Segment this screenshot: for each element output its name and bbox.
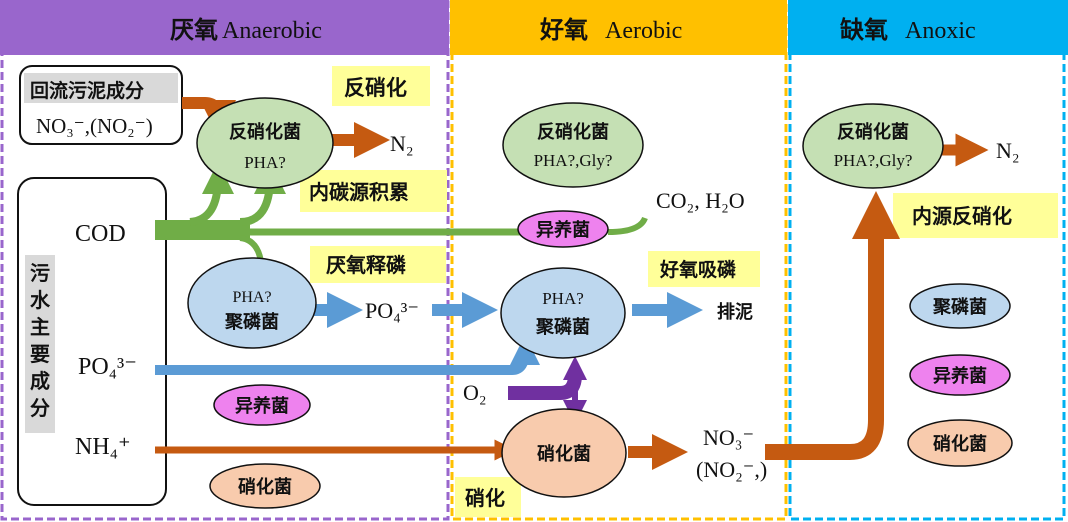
zone-border-anaerobic (0, 0, 450, 521)
zone-title-zh: 厌氧 (170, 16, 218, 44)
zone-border-anoxic (788, 0, 1066, 521)
po4-released-label: PO₄³⁻ (365, 298, 419, 323)
organism-storage: PHA? (244, 153, 286, 172)
organism-name: 异养菌 (235, 395, 289, 417)
organism-name: 聚磷菌 (535, 316, 590, 338)
influent-label-char: 水 (30, 288, 51, 312)
anoxic-denitrifier: 反硝化菌 PHA?,Gly? (802, 103, 944, 189)
label-nitrification: 硝化 (465, 486, 505, 510)
o2-label: O₂ (463, 380, 487, 405)
zone-header-anaerobic (0, 0, 449, 55)
anaerobic-pao: PHA? 聚磷菌 (187, 257, 317, 349)
organism-name: 异养菌 (536, 219, 590, 241)
organism-name: 聚磷菌 (932, 296, 987, 318)
zone-border-aerobic (450, 0, 788, 521)
influent-label-char: 分 (30, 396, 50, 420)
organism-name: 硝化菌 (537, 443, 591, 465)
nitrate-to-anoxic-arrow (765, 191, 900, 460)
organism-name: 反硝化菌 (537, 121, 609, 143)
organism-storage: PHA? (542, 289, 584, 308)
influent-label-char: 主 (30, 315, 50, 339)
label-carbon-storage: 内碳源积累 (309, 180, 409, 204)
organism-name: 反硝化菌 (837, 121, 909, 143)
return-sludge-value: NO₃⁻,(NO₂⁻) (36, 114, 153, 138)
zone-title-en: Anaerobic (222, 18, 322, 44)
po4-influent-arrow (155, 335, 540, 375)
po4-label: PO₄³⁻ (78, 354, 137, 380)
zone-header-aerobic (450, 0, 787, 55)
organism-name: 异养菌 (933, 365, 987, 387)
anoxic-heterotroph: 异养菌 (909, 354, 1011, 396)
nh4-label: NH₄⁺ (75, 434, 131, 460)
cod-to-denitrifier-arrow-1 (189, 162, 234, 226)
organism-storage: PHA?,Gly? (834, 151, 913, 170)
n2-label: N₂ (390, 131, 414, 156)
cod-label: COD (75, 221, 126, 247)
no3-label: NO₃⁻ (703, 425, 754, 450)
label-endogenous-denitrification: 内源反硝化 (912, 204, 1012, 228)
process-labels: 反硝化 内碳源积累 厌氧释磷 好氧吸磷 硝化 内源反硝化 (300, 66, 1058, 517)
aerobic-nitrifier: 硝化菌 (501, 408, 627, 498)
organism-storage: PHA? (232, 289, 271, 306)
co2-h2o-label: CO₂, H₂O (656, 188, 745, 213)
sludge-discharge-label: 排泥 (717, 301, 753, 323)
anaerobic-denitrifier: 反硝化菌 PHA? (196, 97, 334, 189)
influent-label-char: 成 (30, 369, 50, 393)
anoxic-nitrifier: 硝化菌 (907, 419, 1013, 467)
anaerobic-nitrifier: 硝化菌 (209, 463, 321, 509)
organism-name: 硝化菌 (238, 476, 292, 498)
zone-title-en: Aerobic (605, 18, 682, 44)
influent-label-char: 要 (30, 342, 50, 366)
arrows (155, 97, 989, 470)
aerobic-denitrifier: 反硝化菌 PHA?,Gly? (502, 102, 644, 188)
heterotroph-to-co2-line (607, 216, 648, 235)
organism-storage: PHA?,Gly? (534, 151, 613, 170)
label-p-release: 厌氧释磷 (326, 253, 406, 277)
label-denitrification: 反硝化 (344, 76, 407, 100)
n2-label: N₂ (996, 138, 1020, 163)
label-p-uptake: 好氧吸磷 (659, 258, 736, 281)
anaerobic-heterotroph: 异养菌 (213, 384, 311, 426)
influent-label: 污 水 主 要 成 分 (30, 261, 51, 420)
organism-name: 反硝化菌 (229, 121, 301, 143)
organism-name: 硝化菌 (933, 433, 987, 455)
zone-title-zh: 缺氧 (840, 16, 888, 44)
zone-header-anoxic (788, 0, 1068, 55)
influent-label-char: 污 (30, 261, 50, 285)
organism-name: 聚磷菌 (224, 311, 279, 333)
zone-title-zh: 好氧 (539, 16, 588, 44)
aerobic-pao: PHA? 聚磷菌 (500, 267, 626, 359)
aerobic-heterotroph: 异养菌 (517, 210, 609, 248)
o2-bar (508, 374, 582, 400)
anoxic-pao: 聚磷菌 (909, 283, 1011, 329)
no2-label: (NO₂⁻,) (696, 457, 767, 482)
zone-title-en: Anoxic (905, 18, 976, 44)
return-sludge-label: 回流污泥成分 (30, 79, 144, 102)
